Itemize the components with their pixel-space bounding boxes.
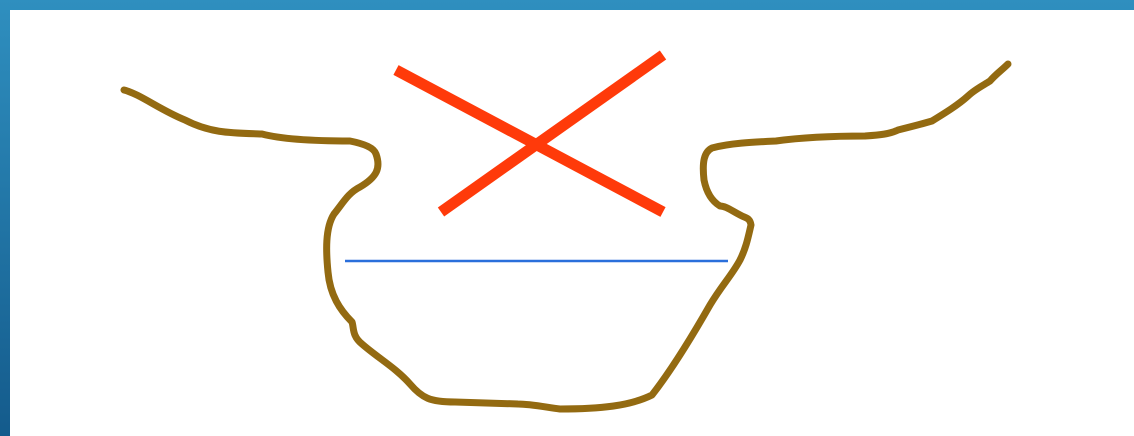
diagram-svg [10,10,1134,436]
slide-canvas [10,10,1134,436]
cross-mark [396,55,663,212]
terrain-outline [124,64,1008,409]
cross-stroke-1 [396,70,663,212]
